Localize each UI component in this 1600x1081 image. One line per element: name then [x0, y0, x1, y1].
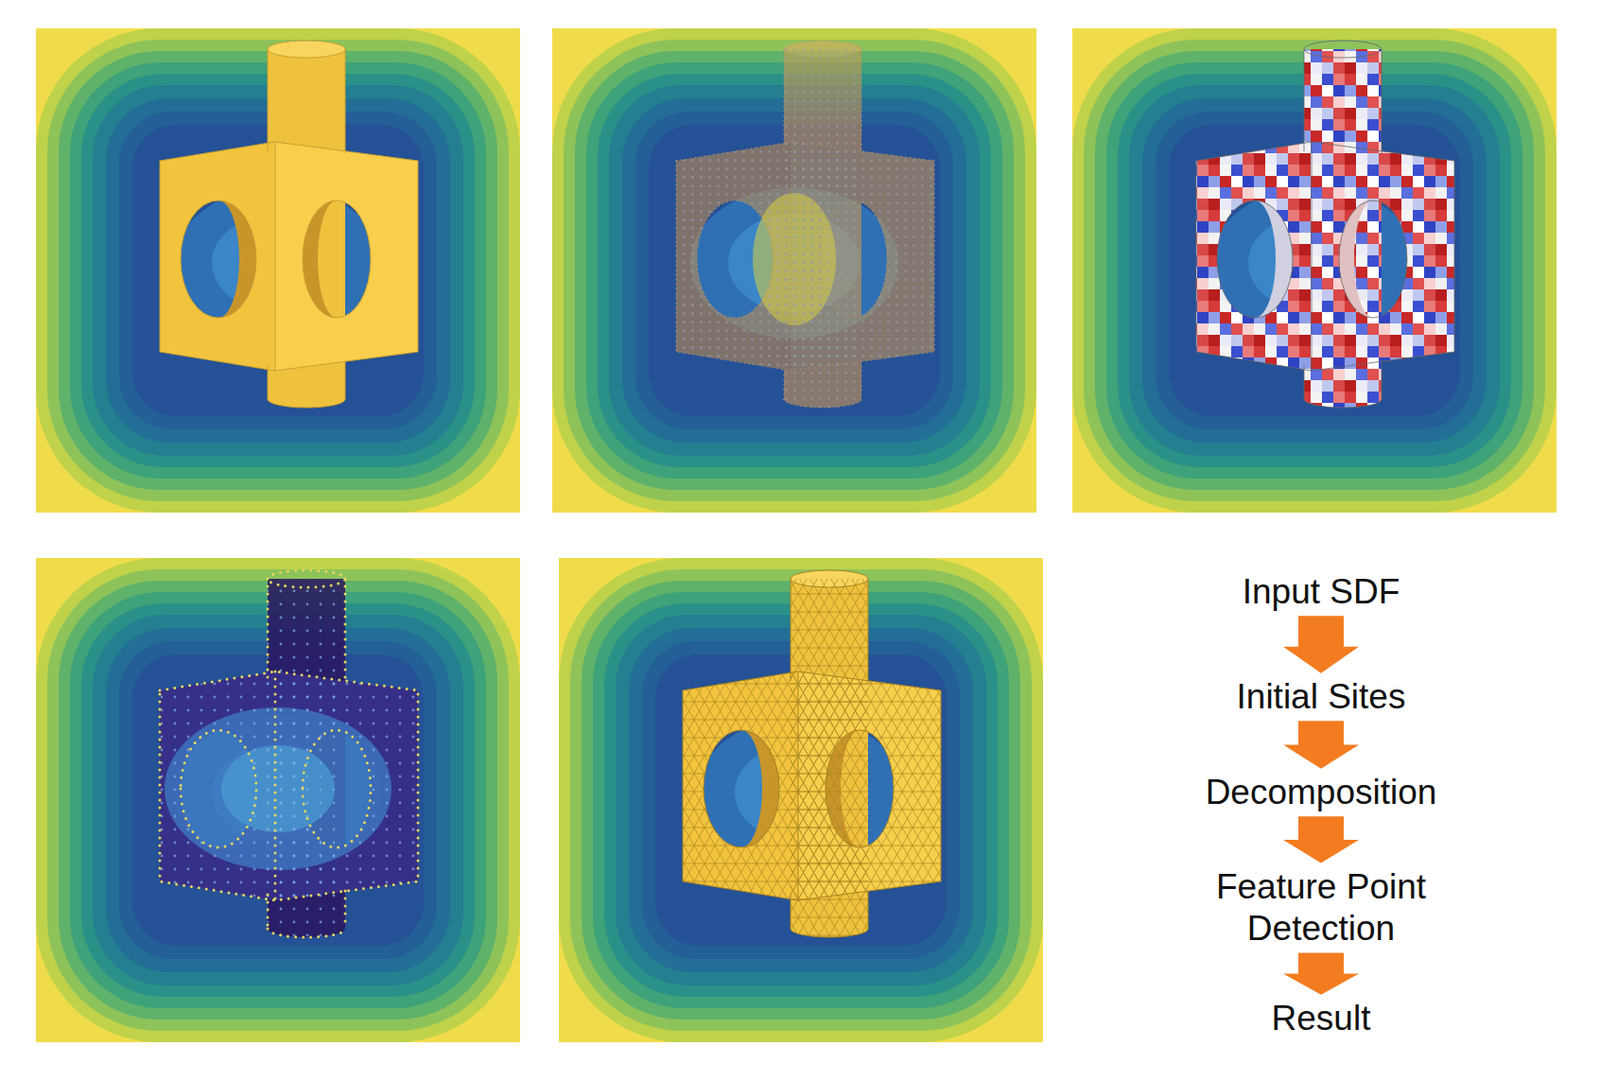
flow-step: Input SDF [1238, 571, 1405, 613]
step-label: Initial Sites [1236, 676, 1407, 718]
step-label: Feature Point Detection [1179, 866, 1463, 951]
feature-points [159, 570, 418, 938]
flow-arrow [1283, 952, 1359, 994]
sdf-field [1072, 28, 1557, 513]
flow-arrow [1283, 615, 1359, 674]
cells [1196, 141, 1312, 371]
interior-field [159, 578, 418, 938]
step-label: Input SDF [1242, 571, 1401, 613]
hole-wall [1339, 200, 1374, 318]
flow-step: Feature Point Detection [1175, 866, 1467, 951]
hole-wall [218, 200, 257, 318]
mesh [682, 671, 799, 901]
points [159, 671, 276, 901]
sdf-field [552, 28, 1037, 513]
flow-step: Result [1268, 997, 1375, 1040]
flow-arrow [1283, 816, 1359, 863]
panel-input [35, 28, 521, 513]
hole-wall [302, 200, 337, 318]
cells [1311, 141, 1455, 371]
edges [682, 570, 941, 938]
flow-step: Initial Sites [1233, 676, 1410, 718]
hole-wall [1254, 200, 1293, 318]
sdf-field [558, 557, 1044, 1043]
cube-face [159, 141, 276, 371]
flow-step: Decomposition [1201, 771, 1442, 814]
mesh [798, 671, 941, 901]
site-points [676, 49, 935, 408]
translucent-shape [676, 40, 935, 408]
panel-sites [552, 28, 1037, 513]
sdf-field [35, 557, 521, 1043]
cube-face [676, 141, 792, 371]
panel-result [558, 557, 1044, 1043]
cube-face [682, 671, 799, 901]
flow-arrow [1283, 720, 1359, 769]
panel-features [35, 557, 521, 1043]
edges [1196, 40, 1455, 408]
cube-face [798, 671, 941, 901]
points [676, 141, 792, 371]
cube-face [791, 141, 935, 371]
points [791, 141, 935, 371]
sdf-field [35, 28, 521, 513]
panel-decomposition [1072, 28, 1557, 513]
cube-face [275, 141, 418, 371]
step-label: Result [1271, 997, 1372, 1040]
edges [676, 40, 935, 408]
edges [159, 40, 418, 408]
step-label: Decomposition [1205, 771, 1438, 814]
